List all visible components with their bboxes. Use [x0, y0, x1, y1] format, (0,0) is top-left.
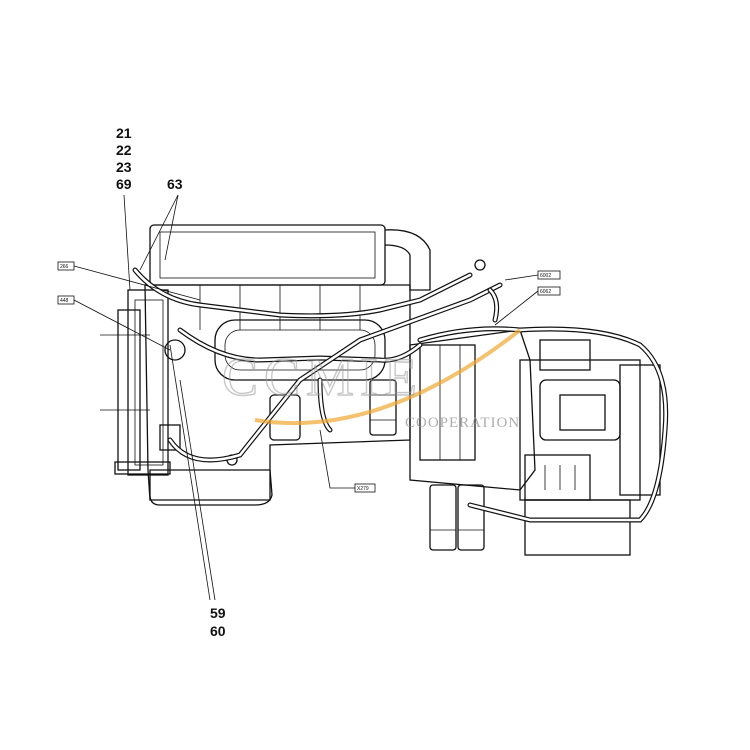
tag-x279-text: X279	[357, 486, 369, 492]
tag-6002-text: 6002	[540, 273, 551, 279]
callout-63: 63	[167, 176, 183, 192]
callout-60: 60	[210, 623, 226, 639]
watermark-subtitle: COOPERATION	[405, 415, 520, 431]
leader-lines	[73, 194, 539, 601]
connector-tag-6062: 6062	[537, 286, 561, 296]
tag-266-text: 266	[60, 264, 69, 270]
callout-59: 59	[210, 605, 226, 621]
watermark: CCMIE COOPERATION	[221, 328, 522, 431]
watermark-logo-text: CCMIE	[222, 347, 423, 407]
watermark-swoosh	[254, 328, 522, 426]
wiring-harness	[132, 259, 669, 523]
transmission	[409, 329, 661, 556]
callout-group-top-left: 21 22 23 69	[116, 125, 132, 192]
connector-tag-6002: 6002	[537, 270, 561, 280]
callout-23: 23	[116, 159, 132, 175]
tag-448-text: 448	[60, 298, 69, 304]
connector-tag-266: 266	[57, 261, 75, 271]
connector-tag-448: 448	[57, 295, 75, 305]
callout-22: 22	[116, 142, 132, 158]
callout-21: 21	[116, 125, 132, 141]
callout-group-bottom: 59 60	[210, 605, 226, 639]
connector-tag-x279: X279	[354, 483, 376, 493]
callout-69: 69	[116, 176, 132, 192]
front-fan-assembly	[100, 289, 186, 476]
tag-6062-text: 6062	[540, 289, 551, 295]
